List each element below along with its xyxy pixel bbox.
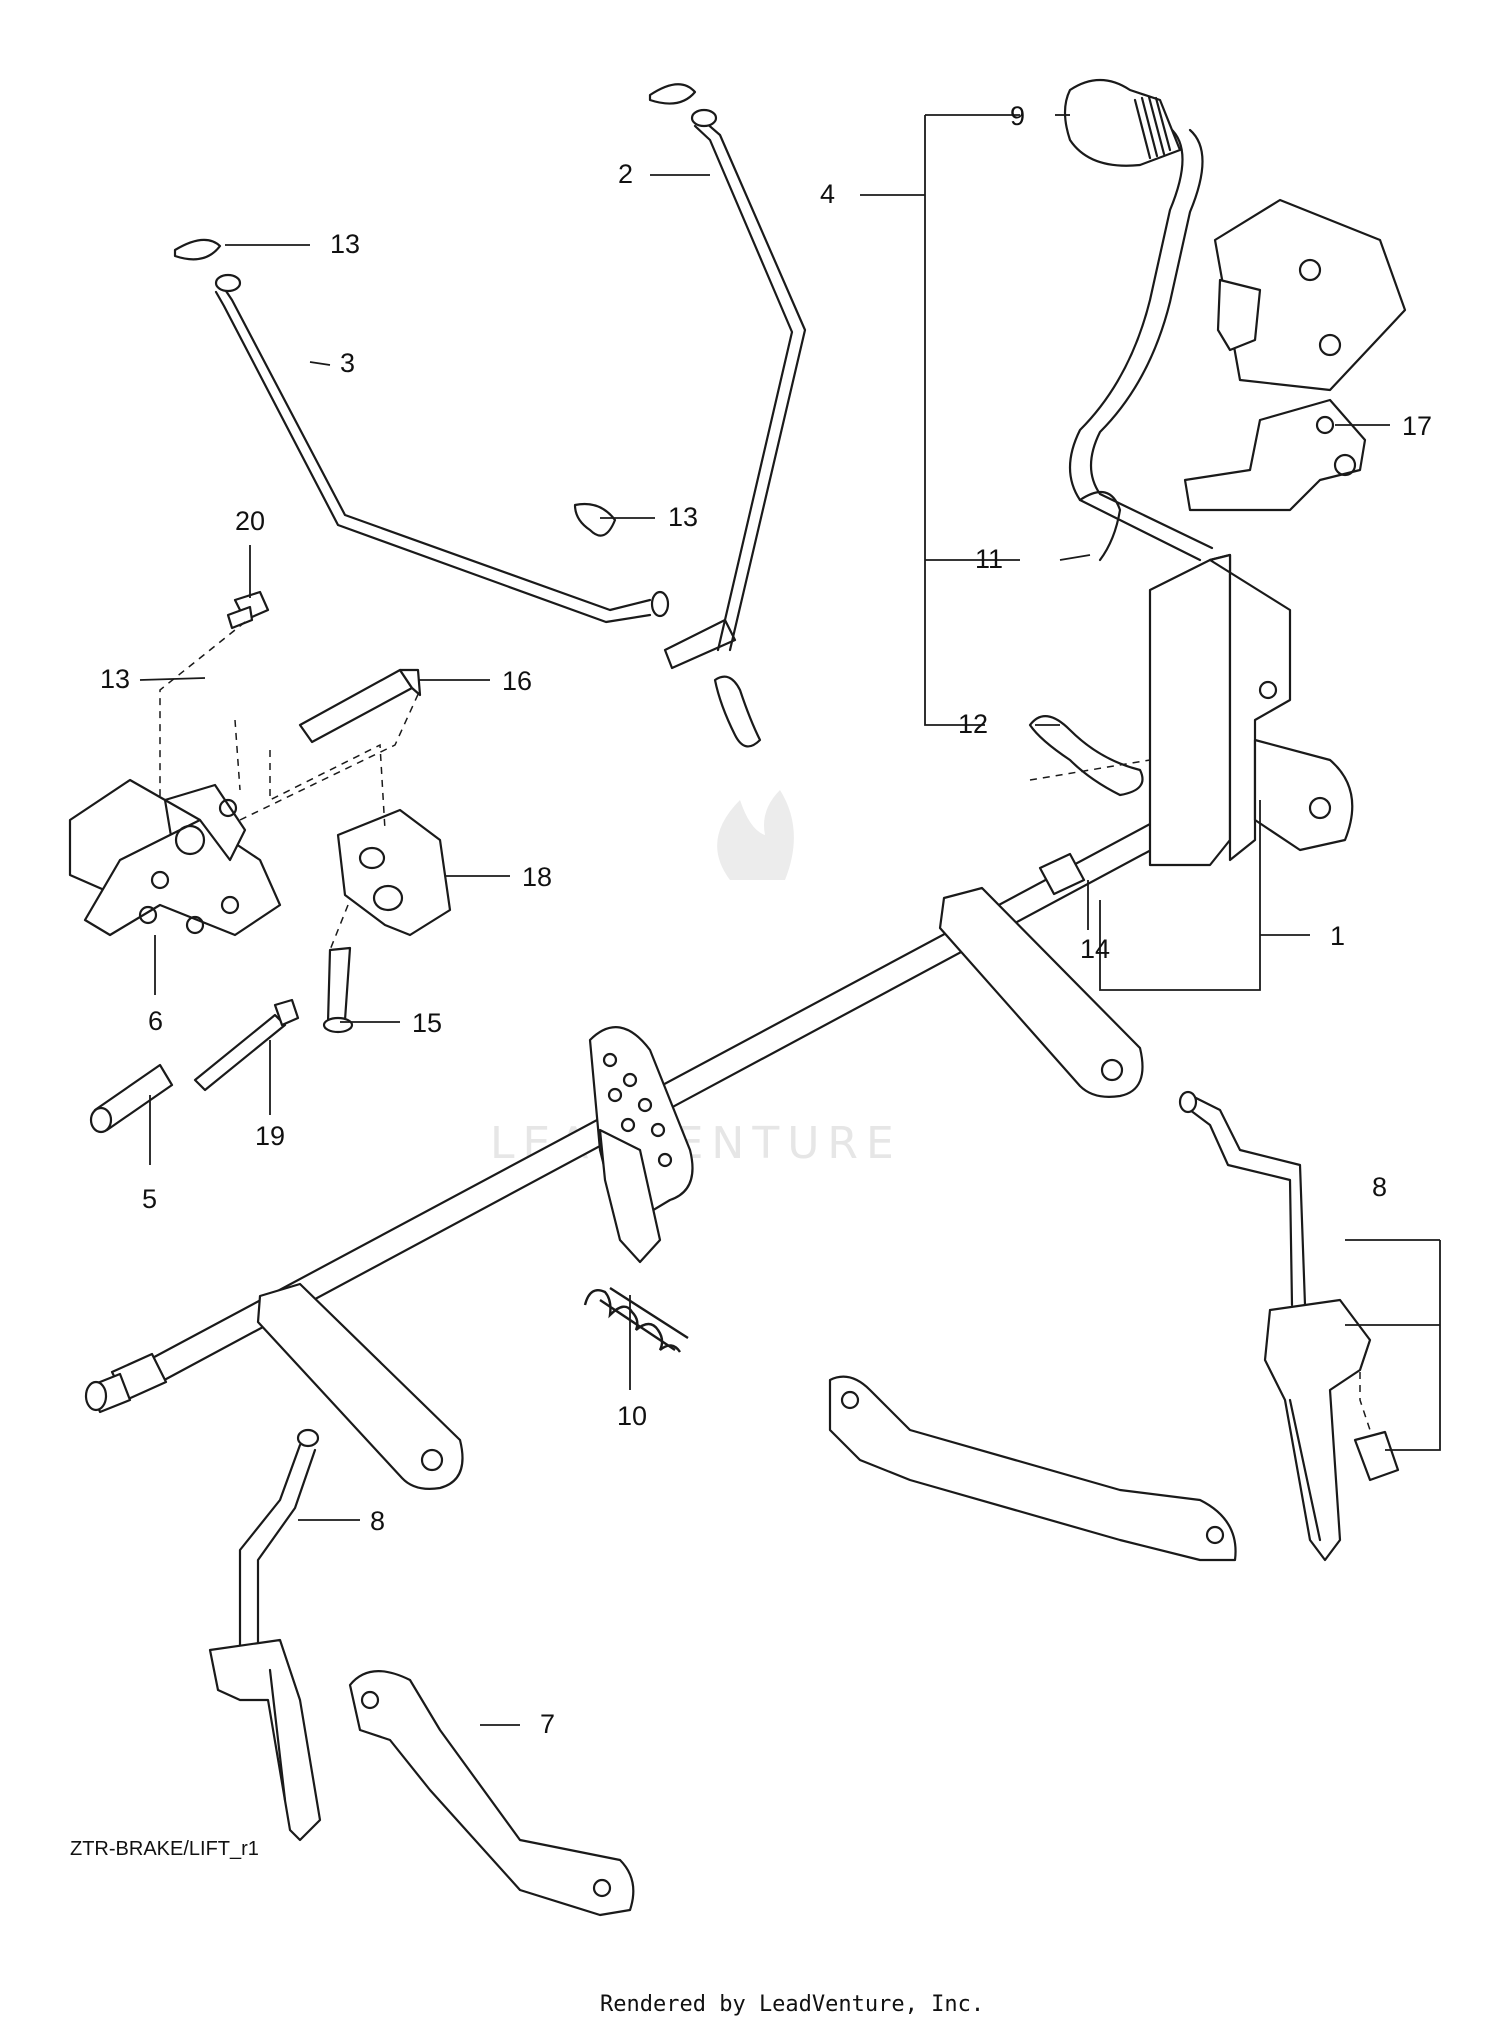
callout-6: 6 xyxy=(148,1006,163,1036)
bolt-20 xyxy=(226,590,270,630)
assembly-lines xyxy=(159,621,1371,1431)
watermark: LEADVENTURE xyxy=(490,790,894,1169)
render-credit: Rendered by LeadVenture, Inc. xyxy=(600,1992,985,2017)
callout-20: 20 xyxy=(235,506,265,536)
callout-19: 19 xyxy=(255,1121,285,1151)
height-plate-holes xyxy=(602,1052,673,1168)
callout-5: 5 xyxy=(142,1184,157,1214)
callout-8-left: 8 xyxy=(370,1506,385,1536)
callout-13-top: 13 xyxy=(330,229,360,259)
callout-18: 18 xyxy=(522,862,552,892)
pivot-rod-16 xyxy=(298,668,422,744)
linkage-8-left xyxy=(208,1428,322,1842)
pivot-bracket-6 xyxy=(68,778,282,937)
diagram-code: ZTR-BRAKE/LIFT_r1 xyxy=(70,1838,259,1860)
callout-12: 12 xyxy=(958,709,988,739)
callout-9: 9 xyxy=(1010,101,1025,131)
lift-link-7 xyxy=(348,1670,635,1917)
leader-lines xyxy=(139,114,1441,1726)
callout-15: 15 xyxy=(412,1008,442,1038)
callout-7: 7 xyxy=(540,1709,555,1739)
rod-3 xyxy=(173,238,670,624)
spring-10 xyxy=(583,1286,689,1353)
lift-shaft-assembly xyxy=(84,804,1195,1490)
bracket-18 xyxy=(336,808,452,937)
callout-1: 1 xyxy=(1330,921,1345,951)
rod-2 xyxy=(648,83,807,670)
pin-15 xyxy=(322,946,354,1034)
callout-labels: 1 2 3 4 5 6 7 8 8 9 10 11 12 13 13 13 14… xyxy=(100,101,1432,1739)
linkage-8-right xyxy=(1178,1090,1400,1562)
handle-bracket-17 xyxy=(1183,198,1407,512)
callout-13-mid: 13 xyxy=(668,502,698,532)
lift-handle-assembly xyxy=(1028,79,1354,867)
callout-16: 16 xyxy=(502,666,532,696)
callout-17: 17 xyxy=(1402,411,1432,441)
callout-11: 11 xyxy=(975,544,1003,574)
bolt-19 xyxy=(193,998,300,1092)
callout-10: 10 xyxy=(617,1401,647,1431)
spacer-5 xyxy=(89,1063,174,1134)
callout-4: 4 xyxy=(820,179,835,209)
callout-2: 2 xyxy=(618,159,633,189)
callout-14: 14 xyxy=(1080,934,1110,964)
callout-8-right: 8 xyxy=(1372,1172,1387,1202)
lift-link-center xyxy=(828,1375,1237,1562)
callout-13-left: 13 xyxy=(100,664,130,694)
callout-3: 3 xyxy=(340,348,355,378)
hair-pin-clip-lower xyxy=(713,675,762,748)
knob-grip-lines xyxy=(1133,95,1172,160)
